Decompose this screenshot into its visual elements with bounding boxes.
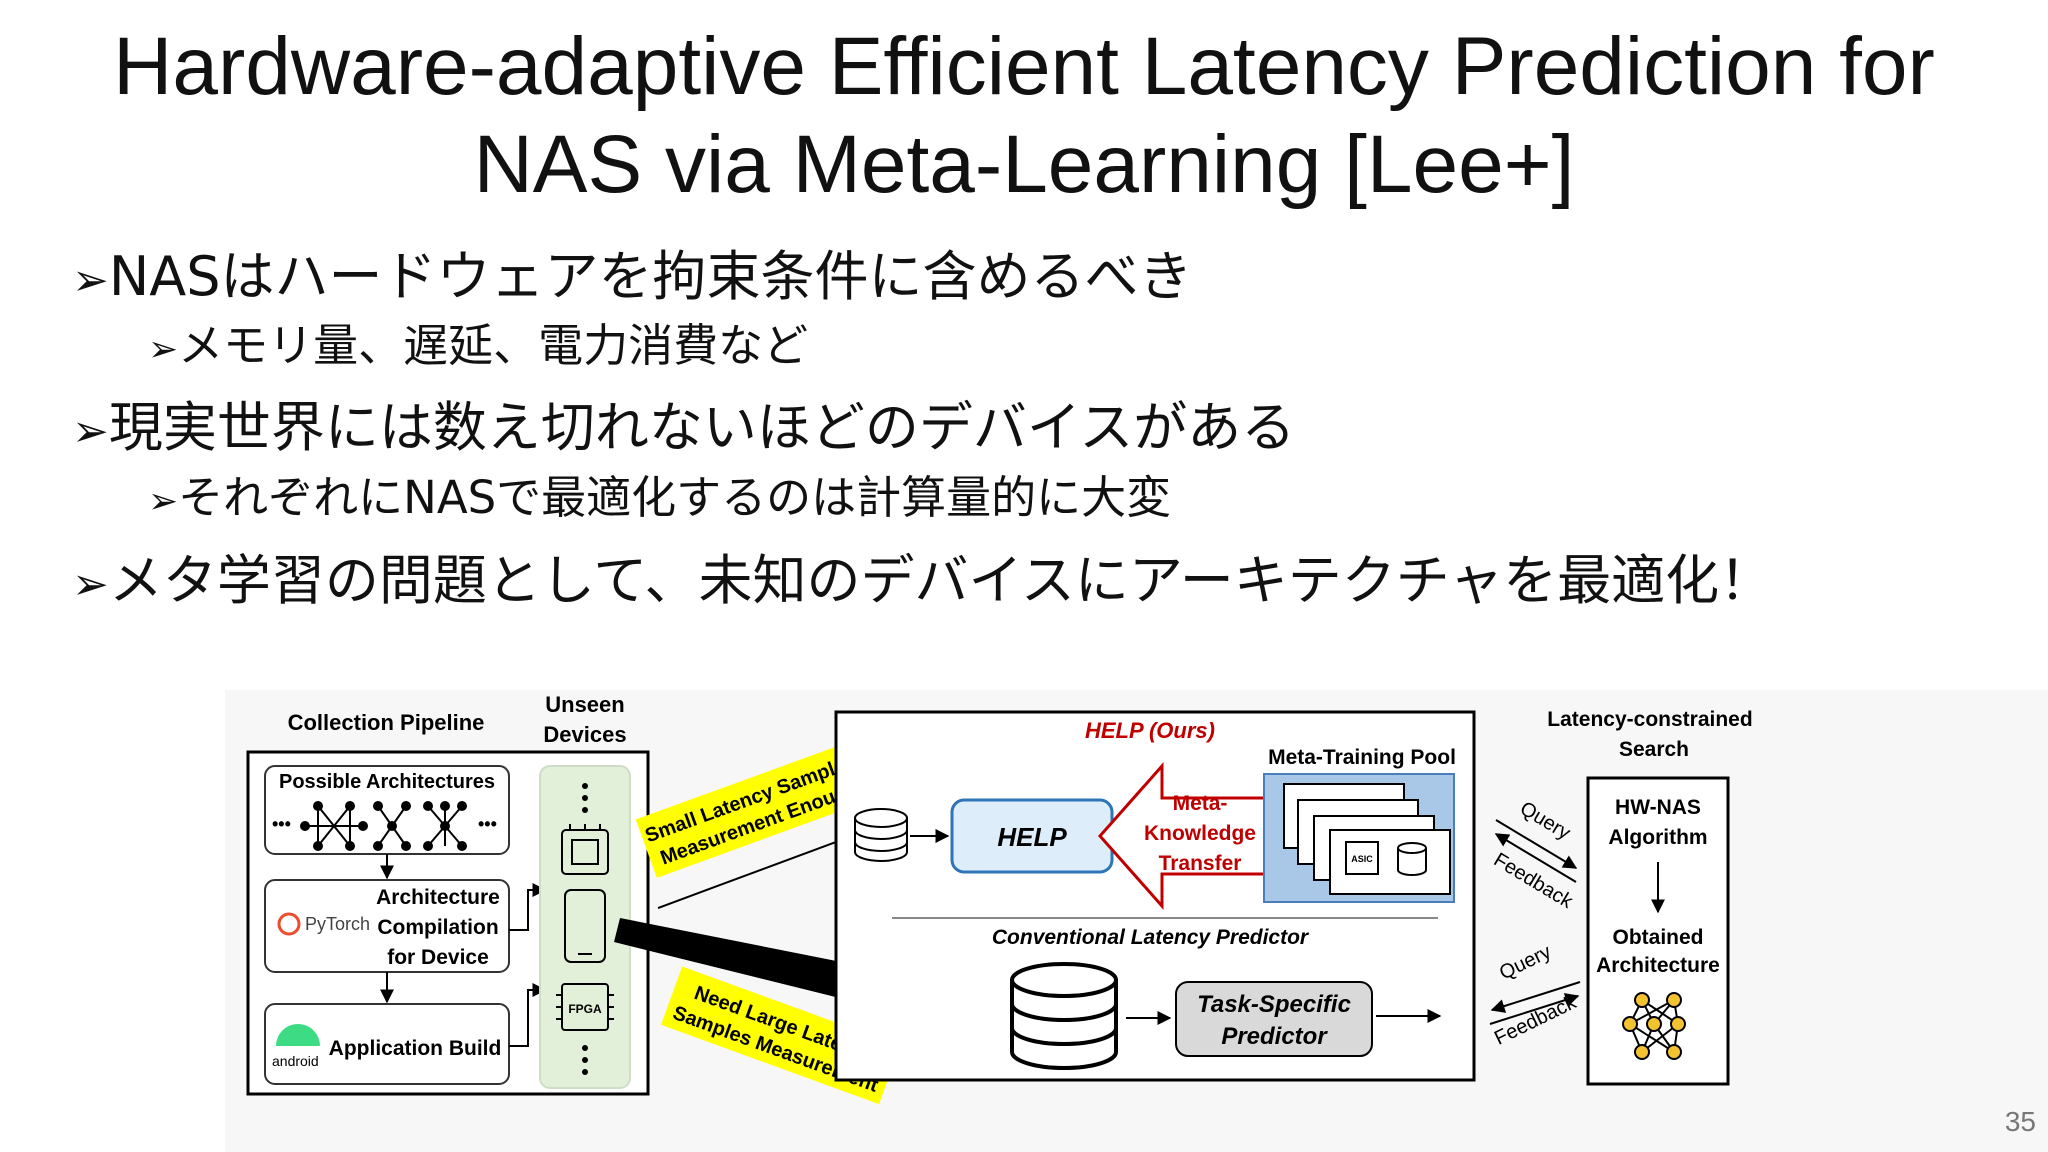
fpga-label: FPGA [568,1002,602,1016]
hwnas-line-2: Algorithm [1608,826,1707,849]
smartphone-icon [564,889,606,963]
arch-compile-line-2: Compilation [377,916,498,939]
title-line-2: NAS via Meta-Learning [Lee+] [473,119,1575,210]
bullet-arrow-icon: ➢ [148,329,179,370]
collection-pipeline-label: Collection Pipeline [288,710,485,735]
hwnas-line-1: HW-NAS [1615,796,1701,819]
asic-label: ASIC [1351,854,1373,864]
bullet-text: メタ学習の問題として、未知のデバイスにアーキテクチャを最適化！ [108,549,1774,612]
title-line-1: Hardware-adaptive Efficient Latency Pred… [113,21,1935,112]
application-build-label: Application Build [329,1037,502,1060]
meta-knowledge-line-3: Transfer [1159,852,1242,875]
meta-training-pool-label: Meta-Training Pool [1268,746,1456,769]
bullet-text: NASはハードウェアを拘束条件に含めるべき [108,245,1193,308]
application-build-box [264,1003,510,1085]
pytorch-label: PyTorch [305,914,370,934]
possible-architectures-label: Possible Architectures [279,771,495,793]
bullet-text: メモリ量、遅延、電力消費など [178,319,809,372]
task-specific-line-2: Predictor [1221,1023,1328,1050]
fpga-chip-icon [556,983,614,1031]
obtained-line-2: Architecture [1596,954,1720,977]
bullet-text: 現実世界には数え切れないほどのデバイスがある [108,396,1296,459]
pytorch-icon [277,912,301,936]
neural-network-icon [1622,992,1686,1060]
android-label: android [272,1053,319,1069]
database-icon [854,808,908,862]
network-graph-icon [373,801,411,851]
bullet-1: ➢NASはハードウェアを拘束条件に含めるべき [72,244,1193,314]
bullet-arrow-icon: ➢ [72,559,109,610]
slide-title: Hardware-adaptive Efficient Latency Pred… [40,18,2008,214]
bullet-text: それぞれにNASで最適化するのは計算量的に大変 [178,471,1172,524]
unseen-devices-panel [539,765,631,1089]
query-arrow [1490,981,1581,1013]
hw-nas-box [1586,776,1730,1086]
bullet-3: ➢現実世界には数え切れないほどのデバイスがある [72,395,1295,465]
bullet-5: ➢メタ学習の問題として、未知のデバイスにアーキテクチャを最適化！ [72,548,1773,618]
bullet-4: ➢それぞれにNASで最適化するのは計算量的に大変 [148,470,1171,530]
bullet-2: ➢メモリ量、遅延、電力消費など [148,318,808,378]
task-specific-box [1175,981,1373,1057]
help-label: HELP [997,822,1067,852]
obtained-line-1: Obtained [1612,926,1703,949]
unseen-label-2: Devices [543,722,626,747]
feedback-arrow [1494,833,1577,883]
feedback-arrow [1489,993,1580,1025]
query-arrow [1495,819,1578,869]
asic-chip-icon [1345,841,1379,875]
latency-search-line-1: Latency-constrained [1547,708,1752,731]
ellipsis-left: ••• [272,814,291,834]
large-database-icon [1010,962,1118,1070]
help-ours-label: HELP (Ours) [1085,718,1215,743]
network-graph-icon [300,801,368,851]
conventional-label: Conventional Latency Predictor [992,926,1310,949]
meta-knowledge-line-2: Knowledge [1144,822,1256,845]
network-graph-icon [423,801,467,851]
unseen-label-1: Unseen [545,692,624,717]
bullet-arrow-icon: ➢ [72,406,109,457]
android-icon [276,1024,320,1046]
ellipsis-right: ••• [478,814,497,834]
latency-search-line-2: Search [1619,738,1689,761]
meta-knowledge-line-1: Meta- [1173,792,1228,815]
bullet-arrow-icon: ➢ [72,255,109,306]
arch-compile-line-3: for Device [387,946,489,969]
page-number: 35 [2004,1106,2036,1137]
bullet-arrow-icon: ➢ [148,481,179,522]
gpu-device-icon [561,824,609,875]
arch-compile-line-1: Architecture [376,886,500,909]
database-icon [1397,842,1427,876]
task-specific-line-1: Task-Specific [1197,991,1351,1018]
small-latency-arrow [657,835,853,909]
